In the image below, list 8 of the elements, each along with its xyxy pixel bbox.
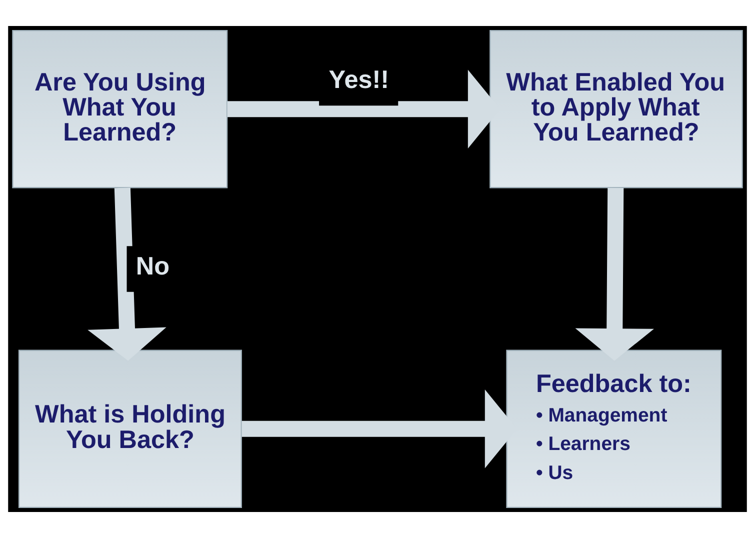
node-box: Feedback to: • Management • Learners • Us: [506, 350, 722, 508]
node-box: Are You Using What You Learned?: [12, 30, 228, 188]
edge-label: Yes!!: [328, 66, 390, 94]
node-box: What Enabled You to Apply What You Learned?: [490, 30, 743, 188]
edge-label: No: [136, 252, 170, 280]
arrow: [575, 188, 654, 361]
arrow: [88, 188, 166, 361]
node-box: What is Holding You Back?: [18, 350, 242, 508]
